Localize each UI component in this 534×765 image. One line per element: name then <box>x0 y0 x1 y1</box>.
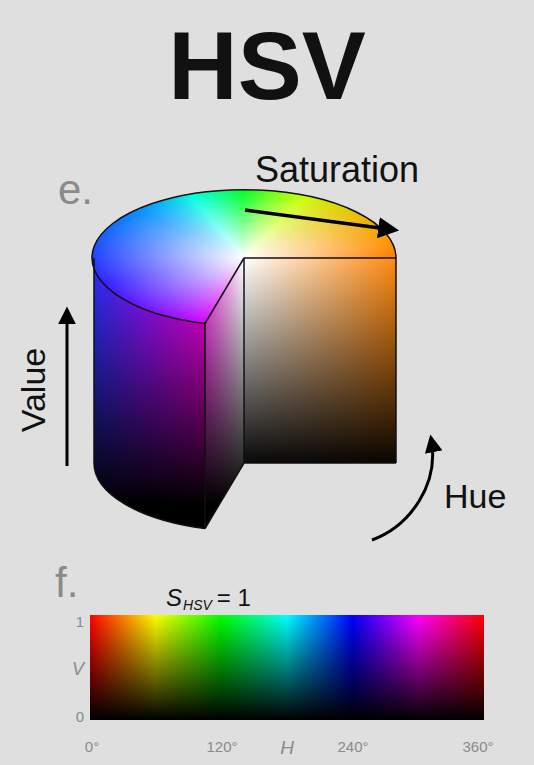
tick-label: 0 <box>76 709 84 724</box>
condition-symbol: S <box>166 586 182 610</box>
axis-label: Value <box>16 348 50 432</box>
tick-label: 1 <box>76 614 84 629</box>
panel-letter: f. <box>55 562 78 604</box>
tick-label: 240° <box>337 739 368 754</box>
title: HSV <box>168 18 365 114</box>
condition-subscript: HSV <box>183 598 212 612</box>
tick-label: 120° <box>206 739 237 754</box>
axis-label: H <box>280 738 294 757</box>
axis-label: Saturation <box>255 152 419 188</box>
condition-value: = 1 <box>217 586 251 610</box>
axis-label: Hue <box>444 479 506 513</box>
panel-letter: e. <box>58 169 93 211</box>
tick-label: 0° <box>85 739 99 754</box>
tick-label: 360° <box>462 739 493 754</box>
axis-label: V <box>72 660 84 678</box>
hue-value-bar <box>90 615 484 720</box>
